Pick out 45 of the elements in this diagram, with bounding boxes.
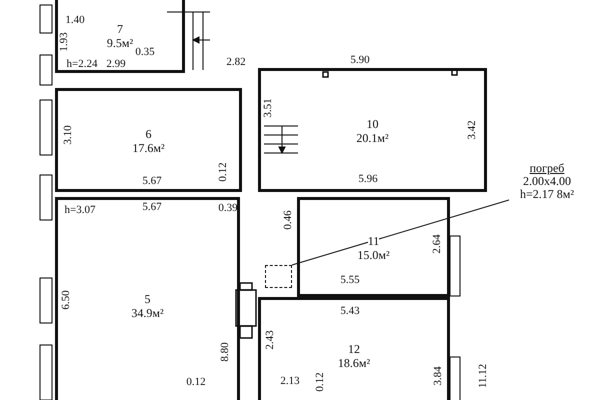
dimension-label: 5.90 bbox=[350, 54, 370, 66]
dimension-label: 1.40 bbox=[65, 14, 85, 26]
dimension-label: h=2.24 bbox=[66, 58, 98, 70]
room-outline bbox=[258, 297, 450, 400]
cellar-label: погреб bbox=[528, 162, 566, 175]
dimension-label: 2.99 bbox=[106, 58, 126, 70]
room-outline bbox=[55, 0, 185, 73]
room-outline bbox=[55, 88, 242, 192]
room-outline bbox=[297, 197, 450, 297]
room-number: 11 bbox=[368, 234, 380, 248]
room-area: 15.0м² bbox=[357, 248, 390, 262]
dimension-label: 3.84 bbox=[432, 366, 444, 386]
dimension-label: 6.50 bbox=[60, 290, 72, 310]
dimension-label: 5.55 bbox=[340, 274, 360, 286]
dimension-label: 11.12 bbox=[477, 364, 489, 388]
cellar-dimensions: 2.00x4.00 h=2.17 8м² bbox=[519, 175, 575, 201]
room-area: 20.1м² bbox=[356, 131, 389, 145]
dimension-label: 5.43 bbox=[340, 305, 360, 317]
dimension-label: 5.96 bbox=[358, 173, 378, 185]
dimension-label: 5.67 bbox=[142, 175, 162, 187]
room-area: 17.6м² bbox=[132, 141, 165, 155]
dimension-label: 1.93 bbox=[58, 32, 70, 52]
dimension-label: h=3.07 bbox=[64, 204, 96, 216]
room-outline bbox=[55, 197, 240, 400]
dimension-label: 0.12 bbox=[314, 372, 326, 392]
dimension-label: 0.46 bbox=[282, 210, 294, 230]
dimension-label: 2.43 bbox=[264, 330, 276, 350]
dimension-label: 8.80 bbox=[219, 342, 231, 362]
dimension-label: 0.39 bbox=[218, 202, 238, 214]
dimension-label: 0.12 bbox=[217, 162, 229, 182]
dimension-label: 3.51 bbox=[262, 98, 274, 118]
dimension-label: 5.67 bbox=[142, 201, 162, 213]
room-number: 10 bbox=[366, 117, 378, 131]
room-outline bbox=[258, 68, 487, 192]
dimension-label: 2.82 bbox=[226, 56, 246, 68]
cellar-hatch bbox=[265, 265, 292, 288]
room-number: 7 bbox=[117, 22, 123, 36]
dimension-label: 2.13 bbox=[280, 375, 300, 387]
dimension-label: 0.12 bbox=[186, 376, 206, 388]
dimension-label: 3.10 bbox=[62, 125, 74, 145]
dimension-label: 3.42 bbox=[466, 120, 478, 140]
room-number: 6 bbox=[146, 127, 152, 141]
dimension-label: 2.64 bbox=[431, 234, 443, 254]
dimension-label: 0.35 bbox=[135, 46, 155, 58]
room-area: 9.5м² bbox=[106, 36, 134, 50]
